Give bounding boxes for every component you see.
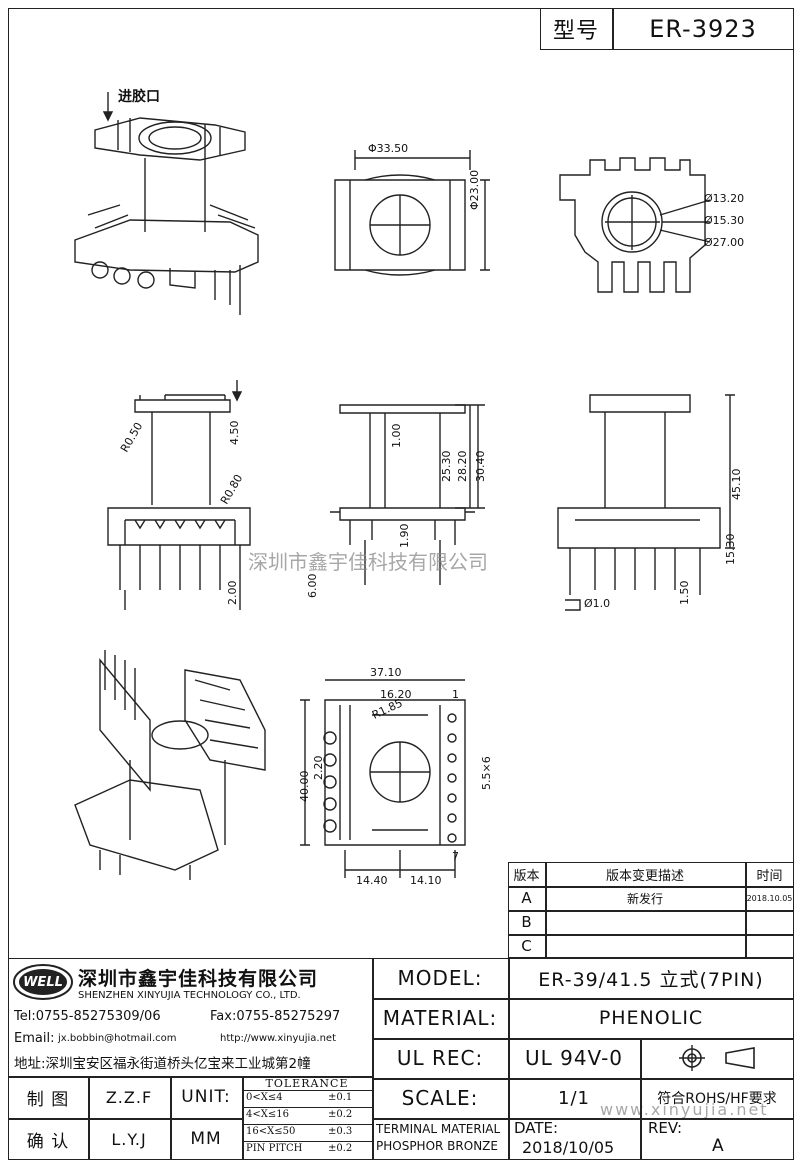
side-d5: 1.90 [398,523,411,549]
tolerance-range-1: 0<X≤4 [246,1092,283,1103]
check-label: 确 认 [26,1131,70,1152]
rev-row-a-version: A [521,889,532,907]
scale-value: 1/1 [558,1087,590,1109]
phosphor-bronze: PHOSPHOR BRONZE [376,1139,498,1153]
top-dim-width: Φ33.50 [368,142,409,155]
rev-value: A [712,1136,724,1156]
front-d1: 4.50 [228,420,241,446]
end-dim-1: Ø13.20 [704,192,745,205]
header-divider [612,8,614,50]
bottom-d7: 14.40 [356,874,388,887]
tolerance-range-3: 16<X≤50 [246,1126,296,1137]
side-d4: 30.40 [474,450,487,483]
front-d2: 2.00 [226,580,239,606]
top-dim-height: Φ23.00 [468,169,481,210]
bottom-d2: 16.20 [380,688,412,701]
rev-col-version: 版本 [513,868,540,884]
right-view [557,394,735,611]
unit-value: MM [190,1129,222,1149]
side-d6: 6.00 [306,573,319,599]
check-value: L.Y.J [111,1129,147,1149]
right-d1: 45.10 [730,468,743,501]
rev-row-a-time: 2018.10.05 [746,893,793,903]
right-d3: Ø1.0 [584,597,611,610]
draw-value: Z.Z.F [105,1087,153,1107]
tolerance-title: TOLERANCE [265,1076,349,1090]
engineering-drawings [74,92,735,880]
watermark-text: 深圳市鑫宇佳科技有限公司 [248,550,488,574]
projection-symbol-icon [679,1045,755,1071]
top-view [334,150,490,276]
date-value: 2018/10/05 [522,1138,615,1157]
title-block [8,958,794,1160]
gate-label: 进胶口 [118,89,160,105]
unit-label: UNIT: [181,1087,231,1107]
rev-label: REV: [648,1119,682,1137]
terminal-material: TERMINAL MATERIAL [376,1122,501,1136]
ulrec-value: UL 94V-0 [524,1046,624,1070]
company-logo-text: WELL [23,974,63,990]
company-address: 地址:深圳宝安区福永街道桥头亿宝来工业城第2幢 [14,1056,311,1072]
company-name-en: SHENZHEN XINYUJIA TECHNOLOGY CO., LTD. [78,990,301,1001]
iso-view-top [74,92,259,315]
right-d2: 15.30 [724,533,737,566]
bottom-view [300,679,466,878]
tolerance-range-4: PIN PITCH [246,1143,303,1154]
end-view [559,157,711,293]
company-tel: Tel:0755-85275309/06 [14,1009,161,1024]
side-d1: 1.00 [390,423,403,449]
bottom-d5: 40.00 [298,770,311,803]
company-web: http://www.xinyujia.net [220,1033,336,1044]
bottom-pin7: 7 [452,850,459,863]
end-dim-2: Ø15.30 [704,214,745,227]
bottom-d4: 2.20 [312,755,325,781]
tolerance-range-2: 4<X≤16 [246,1109,289,1120]
right-d4: 1.50 [678,580,691,606]
bottom-d1: 37.10 [370,666,402,679]
rev-row-a-desc: 新发行 [626,891,663,906]
rev-row-b-version: B [521,913,532,931]
rev-row-c-version: C [521,937,532,955]
tolerance-value-4: ±0.2 [328,1143,353,1154]
rev-col-time: 时间 [756,868,783,884]
date-label: DATE: [514,1119,559,1137]
ulrec-label: UL REC: [396,1046,484,1070]
company-logo-icon [13,964,73,1000]
bottom-pin1: 1 [452,688,459,701]
header-model-value: ER-3923 [649,15,757,43]
company-name-cn: 深圳市鑫宇佳科技有限公司 [78,968,319,990]
header-model-label: 型号 [552,19,599,44]
tolerance-value-2: ±0.2 [328,1109,353,1120]
rohs-note: 符合ROHS/HF要求 [657,1091,777,1107]
bottom-d6: 5.5×6 [480,756,493,790]
rev-col-desc: 版本变更描述 [605,868,684,884]
end-dim-3: Ø27.00 [704,236,745,249]
watermark-url: www.xinyujia.net [600,1100,769,1119]
scale-label: SCALE: [401,1086,479,1110]
tolerance-value-1: ±0.1 [328,1092,353,1103]
model-value: ER-39/41.5 立式(7PIN) [538,968,764,991]
company-email: jx.bobbin@hotmail.com [58,1033,177,1044]
draw-label: 制 图 [26,1089,70,1110]
material-label: MATERIAL: [382,1006,498,1030]
bottom-d8: 14.10 [410,874,442,887]
side-view [330,404,485,585]
front-view [107,380,251,610]
side-d3: 28.20 [456,450,469,483]
header-model-box [540,8,794,50]
material-value: PHENOLIC [598,1007,704,1029]
company-email-label: Email: [14,1031,55,1046]
side-d2: 25.30 [440,450,453,483]
company-fax: Fax:0755-85275297 [210,1009,341,1024]
tolerance-value-3: ±0.3 [328,1126,353,1137]
iso-view-bottom [74,650,266,880]
model-label: MODEL: [397,966,483,990]
